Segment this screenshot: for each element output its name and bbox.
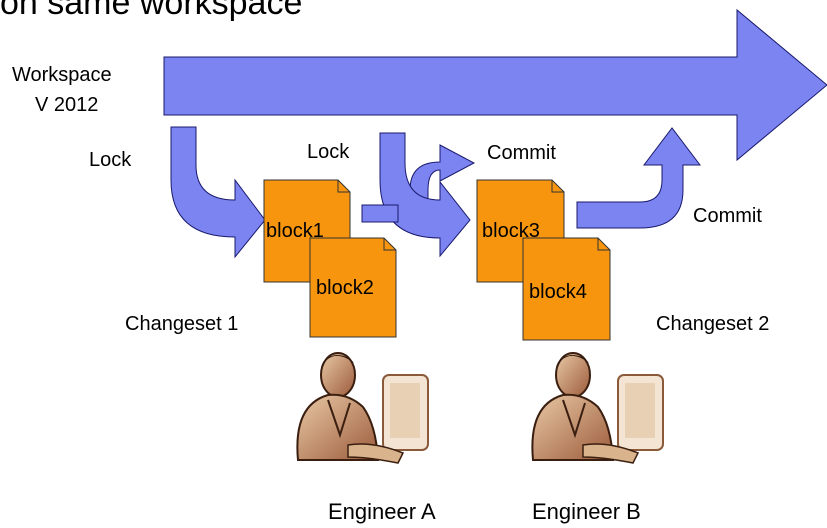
lock-label-mid: Lock	[307, 141, 350, 163]
engineer-a-label: Engineer A	[328, 499, 436, 524]
block2-document: block2	[309, 237, 397, 338]
engineer-b-label: Engineer B	[532, 499, 641, 524]
workspace-label-line1: Workspace	[12, 64, 112, 86]
block4-document: block4	[522, 237, 611, 341]
block3-label: block3	[482, 220, 540, 242]
commit-label-mid: Commit	[487, 142, 556, 164]
lock-arrow-left	[170, 126, 266, 259]
block2-label: block2	[316, 277, 374, 299]
workspace-label-line2: V 2012	[35, 94, 99, 116]
commit-arrow-right	[576, 127, 702, 229]
engineer-a-illustration	[296, 352, 429, 464]
commit-arrow-mid	[409, 144, 476, 206]
engineer-b-illustration	[531, 352, 664, 464]
page-title: on same workspace	[0, 0, 303, 22]
workspace-timeline-arrow	[163, 8, 827, 162]
block1-label: block1	[266, 220, 324, 242]
connector-arrow	[361, 204, 399, 223]
block4-label: block4	[529, 281, 587, 303]
changeset-1-label: Changeset 1	[125, 313, 239, 335]
commit-label-right: Commit	[693, 205, 762, 227]
changeset-2-label: Changeset 2	[656, 313, 770, 335]
lock-label-left: Lock	[89, 149, 132, 171]
